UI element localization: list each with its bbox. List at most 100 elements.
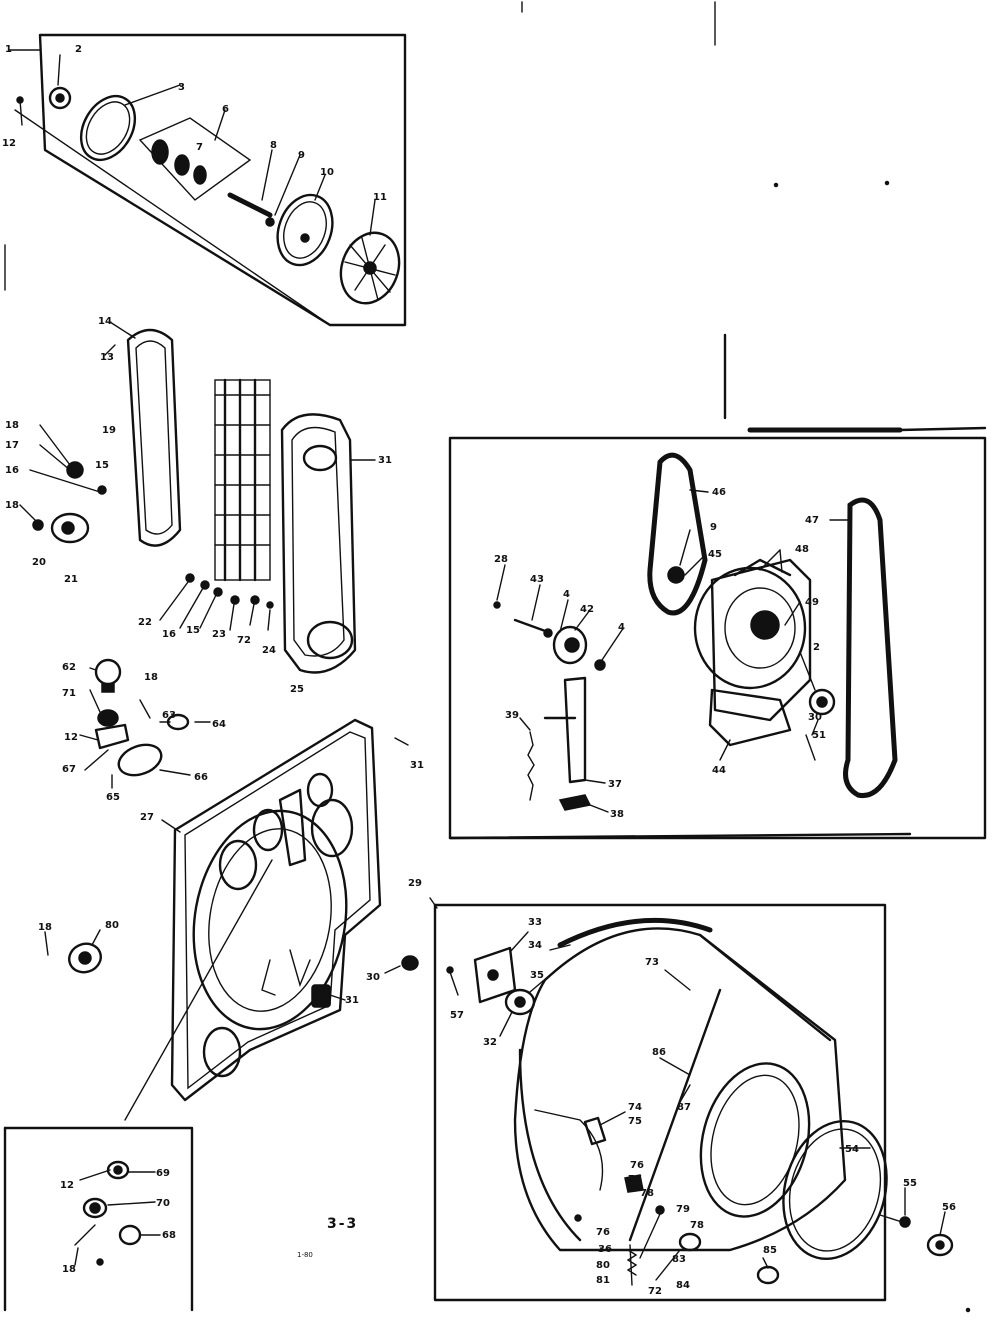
- callout-8: 8: [270, 140, 277, 151]
- callout-2b: 2: [813, 642, 820, 653]
- callout-13: 13: [100, 352, 114, 363]
- callout-20: 20: [32, 557, 46, 568]
- callout-80: 80: [105, 920, 119, 931]
- callout-48: 48: [795, 544, 809, 555]
- callout-43: 43: [530, 574, 544, 585]
- callout-73: 73: [645, 957, 659, 968]
- callout-77: 77: [628, 1174, 642, 1185]
- lamp-switch-group: 62 71 18 63 64 12 67 65 66: [62, 658, 226, 803]
- callout-56: 56: [942, 1202, 956, 1213]
- callout-4a: 4: [563, 589, 570, 600]
- callout-65: 65: [106, 792, 120, 803]
- callout-39: 39: [505, 710, 519, 721]
- callout-11: 11: [373, 192, 387, 203]
- callout-14: 14: [98, 316, 112, 327]
- drum-assembly-box: 29 33 34 35 57 32 73 86 87 74 75 76 77 7…: [408, 878, 956, 1302]
- callout-70: 70: [156, 1198, 170, 1209]
- callout-18e: 18: [62, 1264, 76, 1275]
- callout-44: 44: [712, 765, 726, 776]
- callout-35: 35: [530, 970, 544, 981]
- callout-16b: 16: [162, 629, 176, 640]
- callout-15: 15: [95, 460, 109, 471]
- roller-30: 30: [366, 955, 419, 983]
- callout-12: 12: [2, 138, 16, 149]
- callout-54: 54: [845, 1144, 859, 1155]
- callout-66: 66: [194, 772, 208, 783]
- callout-24: 24: [262, 645, 276, 656]
- callout-31b: 31: [410, 760, 424, 771]
- callout-31c: 31: [345, 995, 359, 1006]
- callout-83: 83: [672, 1254, 686, 1265]
- callout-57: 57: [450, 1010, 464, 1021]
- heater-assembly: 14 13 18 17 16 19 15 18 20 21 22 16 15 2…: [5, 316, 392, 695]
- callout-36: 36: [598, 1244, 612, 1255]
- rear-bulkhead: 27 31 31: [124, 718, 424, 1121]
- callout-69: 69: [156, 1168, 170, 1179]
- callout-1: 1: [5, 44, 12, 55]
- motor-inset-box: 46 47 9 45 48 49 28 43 4 42 4 2 30 51 44…: [448, 426, 987, 840]
- callout-27: 27: [140, 812, 154, 823]
- callout-63: 63: [162, 710, 176, 721]
- callout-72a: 72: [237, 635, 251, 646]
- callout-23: 23: [212, 629, 226, 640]
- callout-81: 81: [596, 1275, 610, 1286]
- callout-87: 87: [677, 1102, 691, 1113]
- callout-62: 62: [62, 662, 76, 673]
- callout-46: 46: [712, 487, 726, 498]
- callout-42: 42: [580, 604, 594, 615]
- callout-33: 33: [528, 917, 542, 928]
- callout-86: 86: [652, 1047, 666, 1058]
- idler-80: 18 80: [38, 920, 119, 974]
- callout-19: 19: [102, 425, 116, 436]
- callout-74: 74: [628, 1102, 642, 1113]
- callout-38: 38: [610, 809, 624, 820]
- callout-72b: 72: [648, 1286, 662, 1297]
- callout-17: 17: [5, 440, 19, 451]
- callout-84: 84: [676, 1280, 690, 1291]
- callout-85: 85: [763, 1245, 777, 1256]
- callout-30a: 30: [366, 972, 380, 983]
- callout-80b: 80: [596, 1260, 610, 1271]
- blower-assembly: 1 2 3 6 7 8 9 10 11 12: [2, 33, 407, 327]
- callout-45: 45: [708, 549, 722, 560]
- callout-4b: 4: [618, 622, 625, 633]
- page-sub-label: 1-80: [297, 1251, 313, 1259]
- callout-28: 28: [494, 554, 508, 565]
- callout-18a: 18: [5, 420, 19, 431]
- scan-marks: [4, 1, 971, 1313]
- callout-9: 9: [298, 150, 305, 161]
- callout-25: 25: [290, 684, 304, 695]
- callout-31a: 31: [378, 455, 392, 466]
- callout-68: 68: [162, 1230, 176, 1241]
- callout-76: 76: [630, 1160, 644, 1171]
- callout-22: 22: [138, 617, 152, 628]
- callout-64: 64: [212, 719, 226, 730]
- callout-79: 79: [676, 1204, 690, 1215]
- callout-18c: 18: [144, 672, 158, 683]
- callout-75: 75: [628, 1116, 642, 1127]
- callout-51: 51: [812, 730, 826, 741]
- callout-30b: 30: [808, 712, 822, 723]
- callout-49: 49: [805, 597, 819, 608]
- callout-9b: 9: [710, 522, 717, 533]
- callout-37: 37: [608, 779, 622, 790]
- callout-55: 55: [903, 1178, 917, 1189]
- callout-10: 10: [320, 167, 334, 178]
- callout-76b: 76: [596, 1227, 610, 1238]
- callout-16: 16: [5, 465, 19, 476]
- page-label: 3-3: [327, 1216, 358, 1232]
- callout-12c: 12: [60, 1180, 74, 1191]
- callout-78: 78: [640, 1188, 654, 1199]
- callout-7: 7: [196, 142, 203, 153]
- callout-34: 34: [528, 940, 542, 951]
- callout-32: 32: [483, 1037, 497, 1048]
- callout-3: 3: [178, 82, 185, 93]
- callout-67: 67: [62, 764, 76, 775]
- callout-71: 71: [62, 688, 76, 699]
- callout-12b: 12: [64, 732, 78, 743]
- callout-2: 2: [75, 44, 82, 55]
- callout-18b: 18: [5, 500, 19, 511]
- callout-21: 21: [64, 574, 78, 585]
- callout-18d: 18: [38, 922, 52, 933]
